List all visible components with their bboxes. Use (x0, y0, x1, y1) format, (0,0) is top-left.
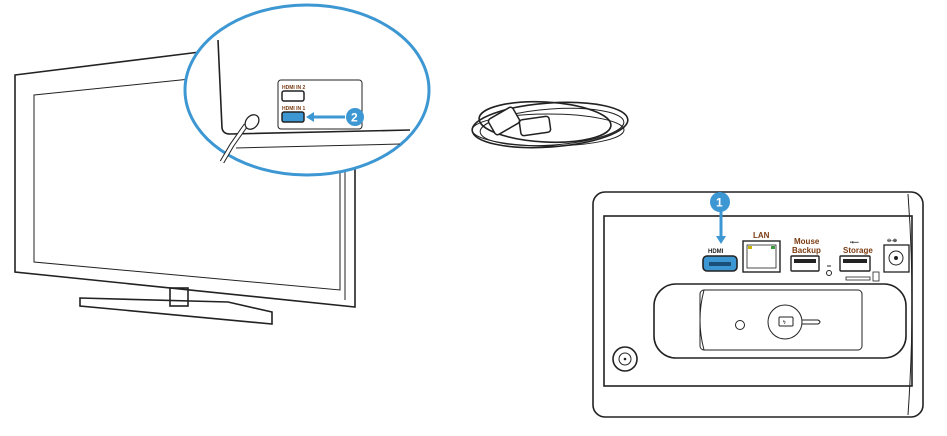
tv-port-inset: HDMI IN 2 HDMI IN 1 2 (183, 3, 431, 177)
svg-text:ϟ: ϟ (783, 320, 786, 326)
step-1-badge (710, 192, 730, 212)
step-2-number: 2 (351, 111, 358, 125)
arrow-left-icon (306, 112, 314, 122)
indicator-led (735, 320, 745, 330)
arrow-down-icon (716, 236, 726, 244)
dc-polarity-icon: ⊖-⊕ (887, 238, 897, 244)
lan-label: LAN (753, 231, 770, 240)
mouse-label: Mouse (794, 237, 820, 246)
mouse-backup-usb-port (790, 255, 820, 272)
hdmi-in-2-port (281, 90, 305, 102)
dc-power-port (883, 244, 910, 273)
battery-charge-icon (778, 316, 794, 327)
battery-bay (653, 283, 907, 359)
backup-label: Backup (792, 246, 821, 255)
hdmi-cable (471, 100, 629, 149)
sd-card-slot (845, 276, 871, 281)
hdmi-in-1-port (281, 111, 305, 123)
usb-icon: •⟵ (850, 240, 859, 246)
antenna-connector (612, 346, 638, 372)
battery-cover (699, 289, 863, 351)
step-2-badge (346, 108, 364, 126)
step-1-number: 1 (716, 196, 723, 210)
storage-usb-port (839, 255, 871, 272)
hdmi-logo: HDMI (708, 249, 724, 255)
storage-label: Storage (843, 246, 873, 255)
tv-stand-base (79, 297, 273, 325)
hdmi-in-1-label: HDMI IN 1 (282, 106, 306, 112)
tv-stand-neck (169, 287, 189, 307)
lan-port (742, 240, 781, 273)
reset-button[interactable] (826, 270, 832, 276)
device-back-panel: 1 HDMI LAN Mouse Backup •⟵ Storage ⊖-⊕ (592, 191, 924, 418)
hdmi-in-2-label: HDMI IN 2 (282, 85, 306, 91)
